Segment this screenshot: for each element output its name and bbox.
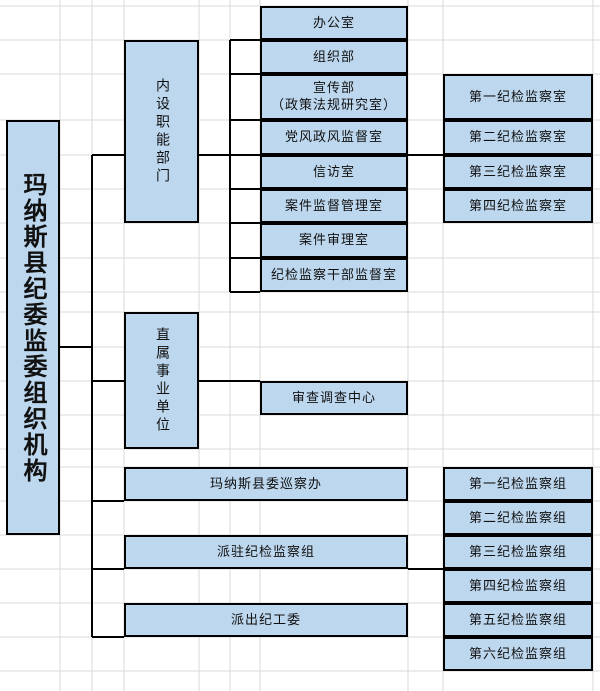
supervision-group-4: 第四纪检监察组 [443,569,593,603]
group-affiliated-institution: 直属事业单位 [124,312,199,449]
root-title-box: 玛纳斯县纪委监委组织机构 [6,120,60,535]
dept-publicity-sub-label: （政策法规研究室） [270,98,397,113]
supervision-room-4: 第四纪检监察室 [443,189,593,223]
dept-publicity: 宣传部 （政策法规研究室） [260,74,408,120]
supervision-room-2: 第二纪检监察室 [443,120,593,155]
supervision-group-2: 第二纪检监察组 [443,501,593,535]
supervision-group-6: 第六纪检监察组 [443,637,593,671]
group-dispatched-committee: 派出纪工委 [124,603,408,637]
supervision-group-3: 第三纪检监察组 [443,535,593,569]
supervision-group-5: 第五纪检监察组 [443,603,593,637]
dept-cadre-supervision: 纪检监察干部监督室 [260,258,408,292]
group-internal-departments: 内设职能部门 [124,40,199,223]
dept-publicity-label: 宣传部 [312,81,355,96]
investigation-center: 审查调查中心 [260,381,408,415]
dept-case-management: 案件监督管理室 [260,189,408,223]
dept-office: 办公室 [260,6,408,40]
group-dispatched-supervision: 派驻纪检监察组 [124,535,408,569]
dept-case-review: 案件审理室 [260,223,408,258]
dept-style-supervision: 党风政风监督室 [260,120,408,155]
supervision-group-1: 第一纪检监察组 [443,467,593,501]
dept-organization: 组织部 [260,40,408,74]
supervision-room-1: 第一纪检监察室 [443,74,593,120]
supervision-room-3: 第三纪检监察室 [443,155,593,189]
group-inspection-office: 玛纳斯县委巡察办 [124,467,408,501]
dept-petition: 信访室 [260,155,408,189]
